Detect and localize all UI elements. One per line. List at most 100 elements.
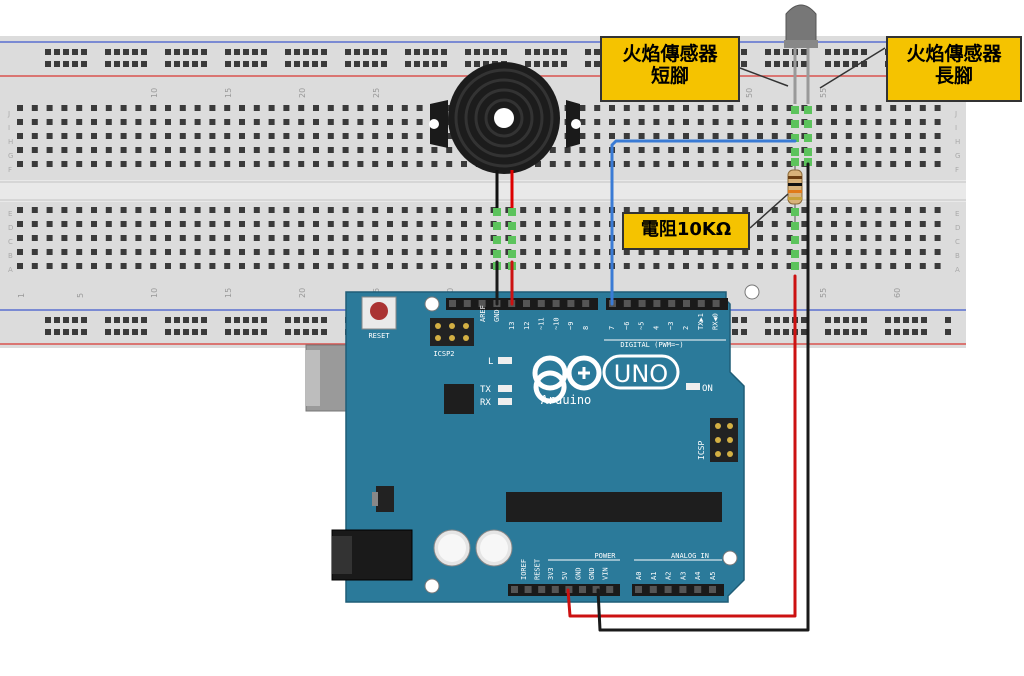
row-letter: D — [8, 224, 13, 232]
breadboard-hole — [76, 263, 83, 269]
breadboard-hole — [209, 249, 216, 255]
breadboard-hole — [135, 147, 142, 153]
breadboard-hole — [194, 263, 201, 269]
row-letter: H — [955, 138, 960, 146]
breadboard-hole — [934, 161, 941, 167]
breadboard-hole — [105, 119, 112, 125]
breadboard-hole — [327, 207, 334, 213]
breadboard-hole — [757, 119, 763, 125]
breadboard-hole — [61, 235, 68, 241]
breadboard-hole — [831, 249, 837, 255]
breadboard-hole — [91, 105, 97, 111]
breadboard-hole — [283, 105, 290, 111]
rail-hole — [243, 49, 249, 55]
rail-hole — [843, 61, 849, 67]
col-number: 15 — [224, 88, 233, 98]
breadboard-hole — [135, 133, 142, 139]
rail-hole — [372, 61, 378, 67]
breadboard-hole — [697, 133, 704, 139]
breadboard-hole — [91, 161, 97, 167]
rail-hole — [921, 329, 927, 335]
breadboard-hole — [845, 235, 852, 241]
rail-hole — [201, 61, 207, 67]
breadboard-hole — [831, 105, 837, 111]
breadboard-hole — [431, 221, 438, 227]
breadboard-hole — [387, 263, 393, 269]
breadboard-hole — [283, 263, 290, 269]
header-pin — [664, 586, 672, 593]
breadboard-hole — [535, 161, 541, 167]
rail-hole — [774, 61, 780, 67]
breadboard-hole — [801, 221, 808, 227]
breadboard-hole — [727, 249, 734, 255]
breadboard-hole — [905, 249, 911, 255]
led-tx-label: TX — [480, 385, 491, 395]
breadboard-hole — [875, 161, 882, 167]
breadboard-hole — [372, 105, 379, 111]
header-pin — [537, 300, 545, 307]
breadboard-hole — [771, 207, 778, 213]
breadboard-hole — [431, 161, 438, 167]
breadboard-hole — [609, 133, 615, 139]
header-pin — [511, 586, 518, 593]
breadboard-hole — [712, 119, 719, 125]
wire-gnd — [596, 162, 810, 632]
breadboard-hole — [831, 263, 837, 269]
breadboard-hole — [875, 105, 882, 111]
breadboard-hole — [61, 249, 68, 255]
breadboard-hole — [934, 133, 941, 139]
breadboard-hole — [860, 207, 867, 213]
rail-hole — [501, 49, 507, 55]
breadboard-hole — [771, 133, 778, 139]
rail-hole — [192, 49, 198, 55]
rail-hole — [252, 329, 258, 335]
rail-hole — [243, 61, 249, 67]
rail-hole — [741, 329, 747, 335]
breadboard-hole — [120, 147, 127, 153]
breadboard-hole — [683, 161, 689, 167]
breadboard-hole — [875, 207, 882, 213]
breadboard-hole — [757, 133, 763, 139]
breadboard-hole — [475, 235, 482, 241]
breadboard-hole — [638, 161, 645, 167]
rail-hole — [885, 329, 891, 335]
rail-hole — [561, 61, 567, 67]
header-pin — [683, 300, 690, 307]
rail-hole — [243, 317, 249, 323]
flame-sensor — [784, 4, 818, 104]
rail-hole — [843, 317, 849, 323]
breadboard-hole — [786, 161, 793, 167]
breadboard-hole — [461, 207, 467, 213]
breadboard-hole — [919, 263, 926, 269]
breadboard-hole — [712, 105, 719, 111]
status-leds: L TX RX ON — [480, 357, 713, 408]
breadboard-hole — [712, 161, 719, 167]
col-number: 25 — [372, 88, 381, 98]
rail-hole — [801, 61, 807, 67]
breadboard-hole — [105, 147, 112, 153]
breadboard-hole — [461, 249, 467, 255]
breadboard-hole — [313, 105, 319, 111]
pin-label: VIN — [602, 567, 610, 580]
breadboard-hole — [845, 249, 852, 255]
breadboard-hole — [697, 207, 704, 213]
rail-hole — [354, 49, 360, 55]
breadboard-hole — [387, 221, 393, 227]
rail-hole — [54, 61, 60, 67]
rail-hole — [861, 49, 867, 55]
rail-hole — [45, 329, 51, 335]
rail-hole — [774, 49, 780, 55]
breadboard-hole — [860, 133, 867, 139]
rail-hole — [945, 317, 951, 323]
rail-hole — [534, 61, 540, 67]
rail-hole — [483, 49, 489, 55]
breadboard-hole — [105, 221, 112, 227]
breadboard-hole — [150, 119, 157, 125]
breadboard-hole — [298, 249, 305, 255]
rail-hole — [894, 317, 900, 323]
breadboard-hole — [727, 161, 734, 167]
breadboard-hole — [165, 263, 171, 269]
breadboard-hole — [298, 207, 305, 213]
breadboard-hole — [401, 147, 408, 153]
rail-hole — [225, 49, 231, 55]
